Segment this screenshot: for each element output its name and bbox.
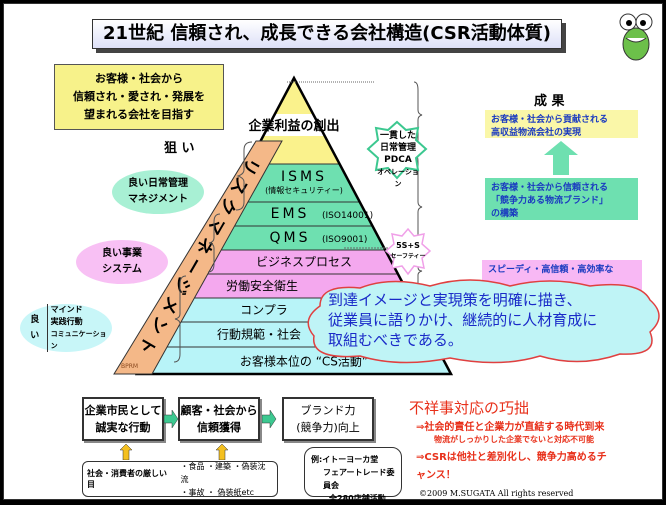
callout-cloud: 到達イメージと実現策を明確に描き、従業員に語りかけ、継続的に人材育成に取組むべき… (300, 276, 666, 368)
pyramid-level-label: コンプラ (240, 303, 288, 317)
brace (207, 213, 221, 273)
flow-step-2: 顧客・社会から信頼獲得 (178, 397, 260, 441)
pyramid-level-sublabel: (ISO14001) (322, 211, 373, 221)
result-2: お客様・社会から信頼される「競争力ある物流ブランド」の構築 (485, 178, 638, 220)
up-arrow-icon (119, 444, 133, 460)
scandal-line: ⇒社会的責任と企業力が直結する時代到来 (416, 422, 605, 433)
brace (235, 141, 253, 211)
aim-business: 良い事業システム (76, 240, 168, 284)
pyramid-top-label: 企業利益の創出 (247, 118, 339, 134)
pdca-star (366, 120, 428, 180)
pyramid-level-label: お客様本位の “CS活動” (240, 354, 368, 369)
pressure-box: 社会・消費者の厳しい目 ・食品 ・建築 ・偽装沈流・事故 ・ 偽装紙etc (82, 461, 278, 497)
example-callout: 例:イトーヨーカ堂フェアートレード委員会全280店舗活動 (304, 447, 402, 503)
cloud-line: 従業員に語りかけ、継続的に人材育成に (328, 311, 598, 329)
scandal-line: ⇒CSRは他社と差別化し、競争力高めるチャンス！ (416, 452, 607, 481)
scandal-title: 不祥事対応の巧拙 (409, 399, 530, 417)
slide-title: 21世紀 信頼され、成長できる会社構造(CSR活動体質) (92, 19, 562, 49)
result-label: 成 果 (534, 94, 565, 109)
aim-management: 良い日常管理マネジメント (112, 170, 204, 214)
goal-line: 信頼され・愛され・発展を (73, 90, 205, 103)
goal-banner: お客様・社会から 信頼され・愛され・発展を 望まれる会社を目指す (54, 64, 224, 130)
pyramid-level-label: 労働安全衛生 (226, 278, 298, 293)
up-arrow-icon (544, 141, 578, 175)
right-arrow-icon (164, 409, 179, 429)
pyramid-level-label: QMS (270, 230, 311, 246)
pyramid-level-sublabel: (ISO9001) (322, 235, 367, 245)
copyright: ©2009 M.SUGATA All rights reserved (419, 489, 574, 498)
result-1: お客様・社会から貢献される高収益物流会社の実現 (485, 110, 638, 138)
pyramid-level-label: EMS (271, 206, 310, 222)
cloud-line: 取組むべきである。 (328, 331, 463, 349)
scandal-line: 物流がしっかりした企業でないと対応不可能 (434, 435, 594, 444)
brace (173, 275, 187, 363)
pyramid-level-label: ISMS (281, 169, 327, 185)
risk-management-band (113, 140, 283, 375)
frog-mascot-icon (614, 12, 658, 62)
aim-mind: 良い マインド実践行動コミュニケーション (20, 304, 112, 352)
pyramid-level-label: 行動規範・社会 (217, 327, 301, 342)
flow-step-3: ブランド力(競争力)向上 (282, 397, 374, 441)
cloud-line: 到達イメージと実現策を明確に描き、 (328, 291, 582, 309)
slide: リスクマネージメント BPRM 企業利益の創出 ISMS(情報セキュリティー)E… (3, 3, 666, 503)
5s-star (384, 227, 432, 276)
up-arrow-icon (215, 444, 229, 460)
pyramid-level-sublabel: (情報セキュリティー) (265, 185, 343, 195)
aim-label: 狙 い (164, 141, 195, 156)
bprm-label: BPRM (121, 363, 138, 370)
pyramid-level-label: ビジネスプロセス (256, 255, 352, 269)
right-arrow-icon (262, 409, 277, 429)
goal-line: お客様・社会から (95, 72, 183, 85)
goal-line: 望まれる会社を目指す (84, 108, 194, 121)
flow-step-1: 企業市民として誠実な行動 (82, 397, 164, 441)
